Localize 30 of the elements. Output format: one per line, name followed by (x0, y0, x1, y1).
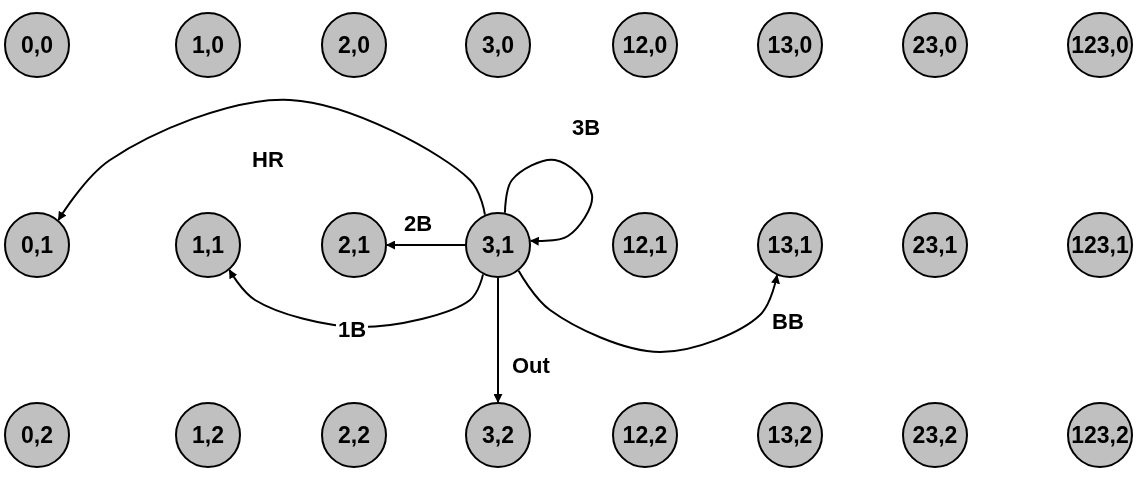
state-label: 0,2 (21, 421, 53, 449)
state-label: 12,1 (622, 231, 668, 259)
arrow (386, 240, 466, 250)
state-label: 13,1 (767, 231, 813, 259)
state-label: 3,2 (482, 421, 514, 449)
state-label: 3,1 (482, 231, 514, 259)
arrow (503, 158, 594, 246)
state-label: 0,0 (21, 31, 53, 59)
state-label: 3,0 (482, 31, 514, 59)
state-label: 13,0 (767, 31, 813, 59)
state-label: 1,0 (192, 31, 224, 59)
state-label: 123,2 (1071, 421, 1129, 449)
state-label: 23,0 (912, 31, 958, 59)
state-label: 0,1 (21, 231, 53, 259)
state-label: 123,0 (1071, 31, 1129, 59)
state-label: 1,1 (192, 231, 224, 259)
state-label: 2,2 (338, 421, 370, 449)
arrow (493, 277, 503, 403)
state-label: 23,1 (912, 231, 958, 259)
state-label: 13,2 (767, 421, 813, 449)
state-label: 23,2 (912, 421, 958, 449)
state-label: 1,2 (192, 421, 224, 449)
state-label: 2,0 (338, 31, 370, 59)
state-label: 12,2 (622, 421, 668, 449)
state-label: 2,1 (338, 231, 370, 259)
state-label: 123,1 (1071, 231, 1129, 259)
state-label: 12,0 (622, 31, 668, 59)
arrow (228, 269, 485, 328)
arrow (57, 99, 486, 221)
arrow (517, 269, 780, 353)
